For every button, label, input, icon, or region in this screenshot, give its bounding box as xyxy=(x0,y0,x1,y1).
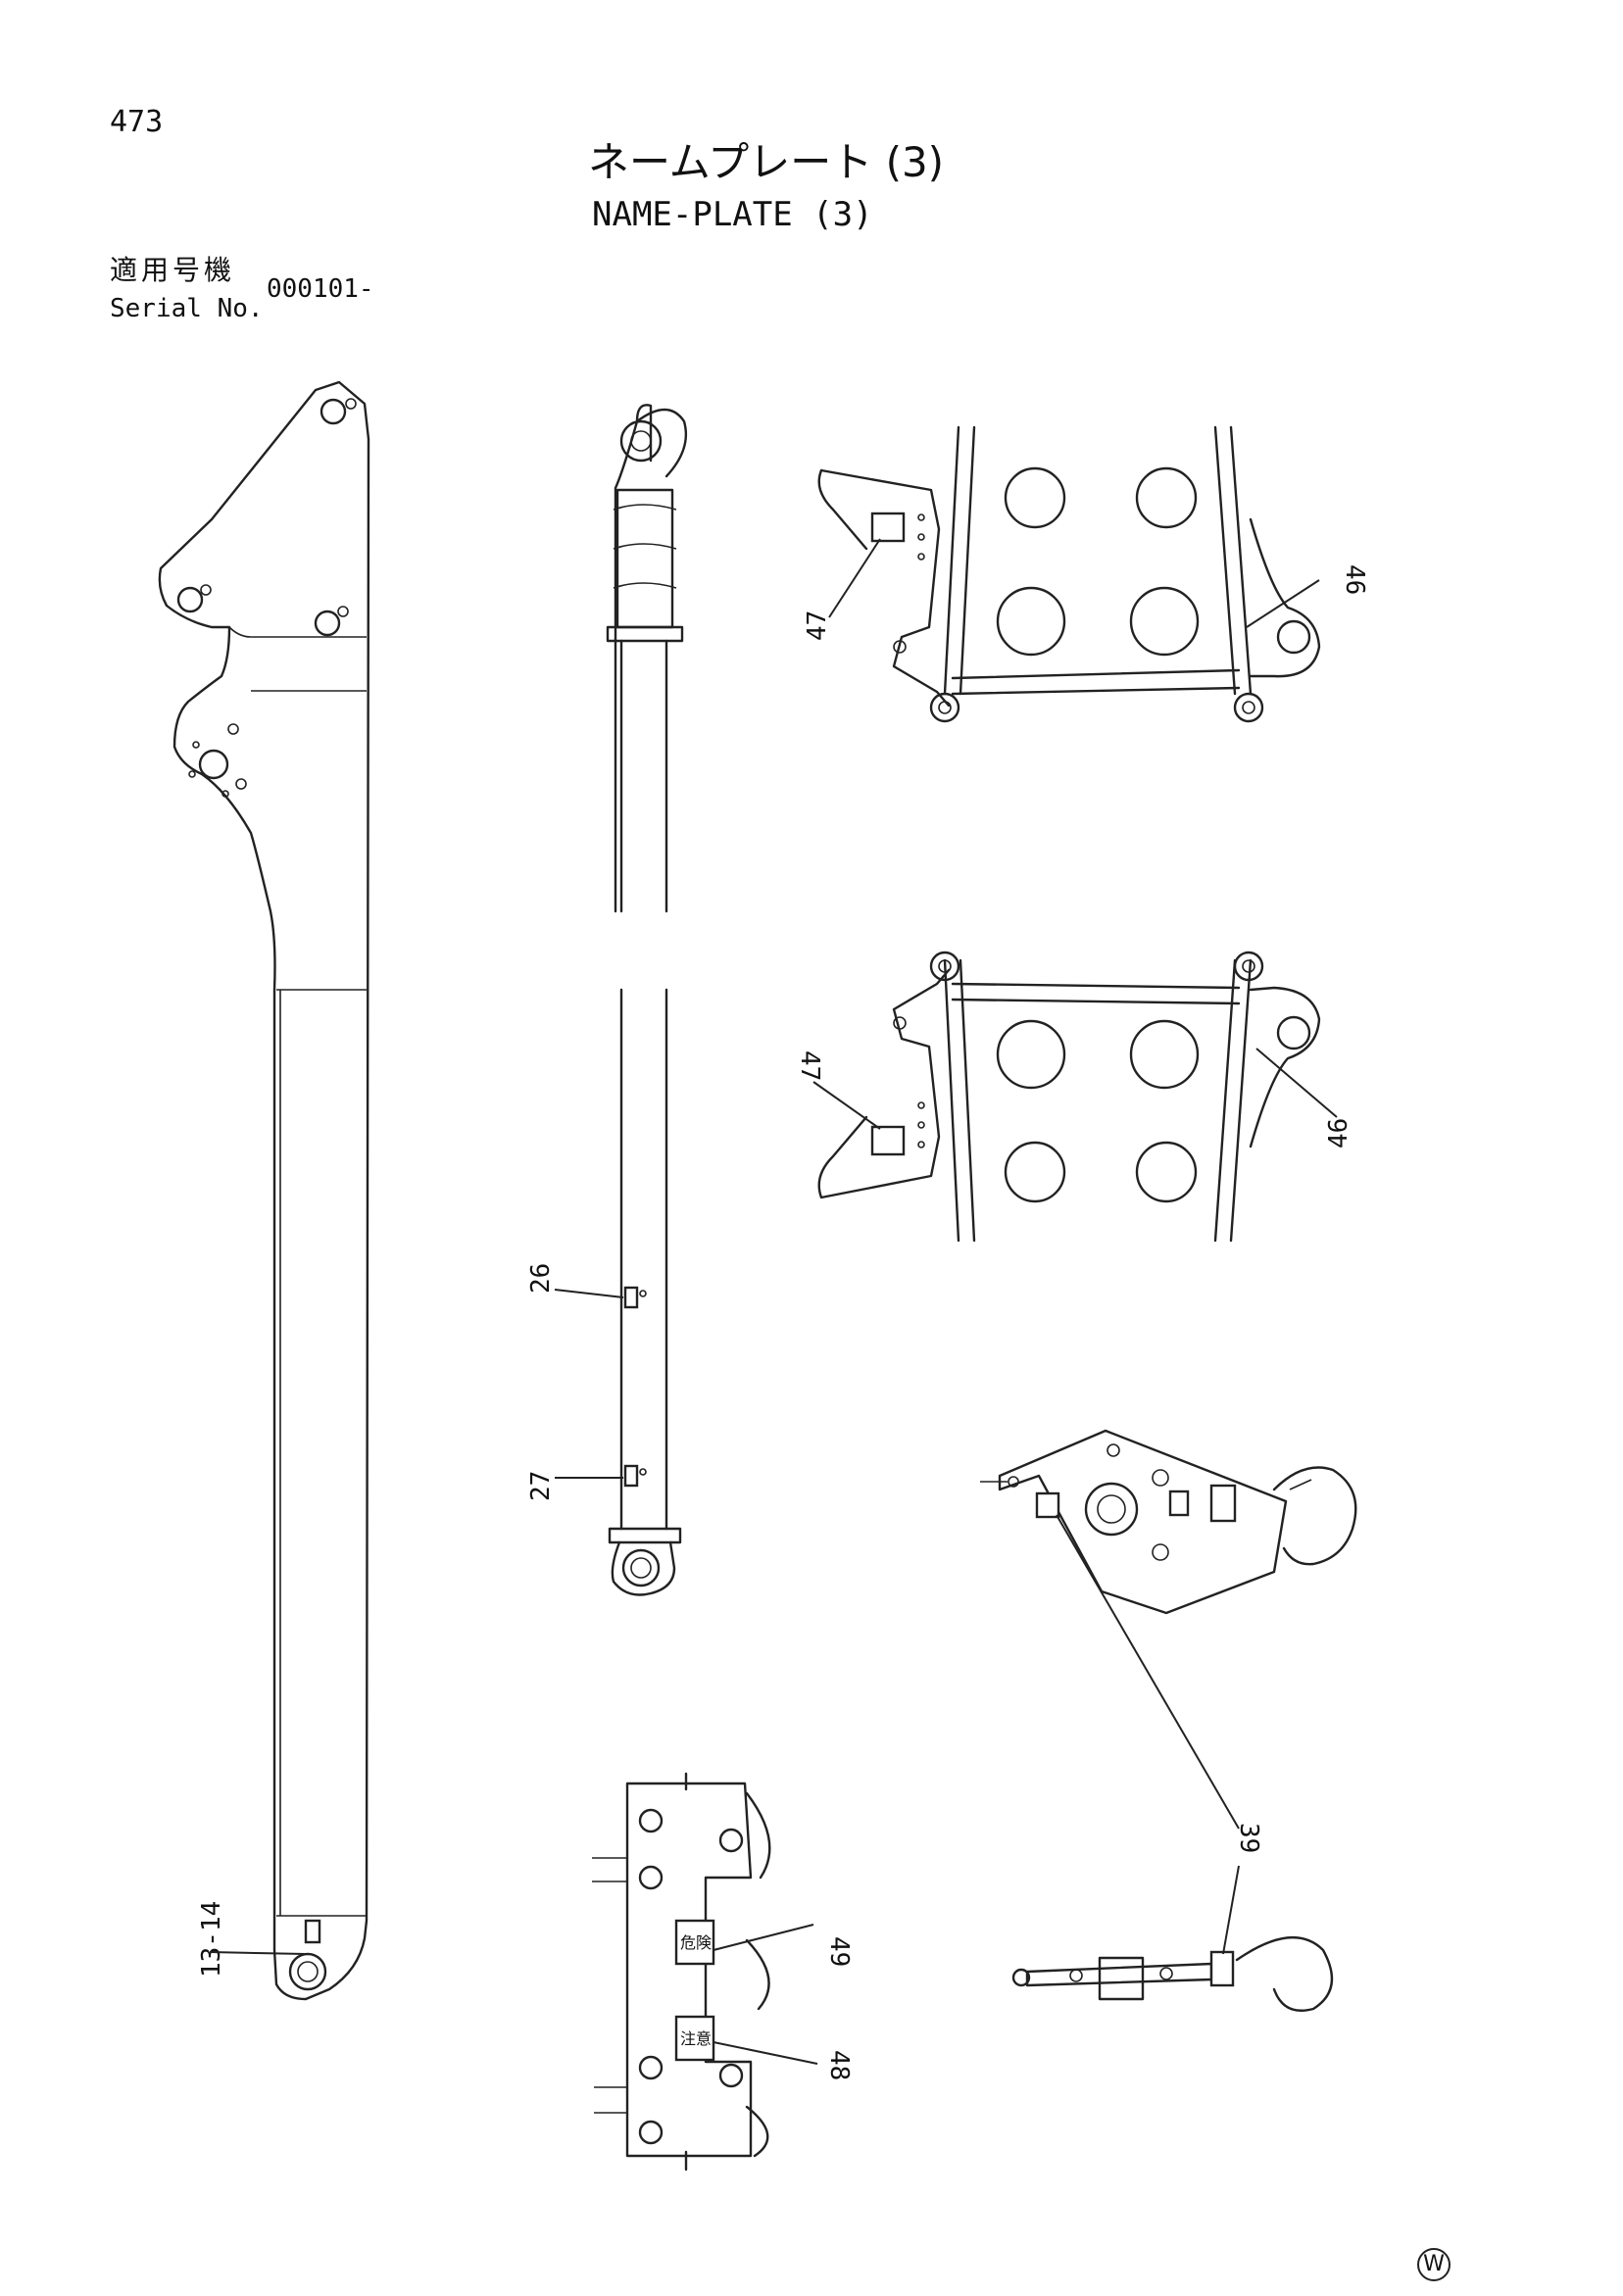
callout-27: 27 xyxy=(526,1471,556,1501)
callout-48: 48 xyxy=(824,2050,854,2080)
callout-26: 26 xyxy=(526,1263,556,1294)
callout-46-top: 46 xyxy=(1340,564,1369,595)
strut-top-drawing xyxy=(817,425,1321,723)
callout-46-bottom: 46 xyxy=(1324,1118,1353,1148)
strut-bottom-drawing xyxy=(817,951,1321,1243)
page-number: 473 xyxy=(110,105,164,139)
callout-13-14: 13-14 xyxy=(197,1901,226,1978)
caution-plate-label: 注意 xyxy=(680,2029,712,2048)
cylinder-drawing xyxy=(606,404,688,1596)
hook-block-drawing xyxy=(980,1429,1357,2012)
callouts: 13-14 26 27 47 46 47 46 39 49 48 xyxy=(197,538,1369,2080)
boom-drawing xyxy=(158,380,370,2001)
callout-49: 49 xyxy=(824,1936,854,1967)
serial-label-english: Serial No. xyxy=(110,294,264,323)
serial-label-japanese: 適用号機 xyxy=(110,254,236,286)
callout-47-bottom: 47 xyxy=(795,1050,824,1081)
watermark-mark: W xyxy=(1417,2248,1451,2281)
callout-47-top: 47 xyxy=(803,611,832,641)
page-title-english: NAME-PLATE (3) xyxy=(592,195,873,234)
carriage-drawing: 危険 注意 xyxy=(592,1772,771,2172)
serial-number-value: 000101- xyxy=(267,274,374,304)
danger-plate-label: 危険 xyxy=(680,1933,712,1952)
page-title-japanese: ネームプレート (3) xyxy=(588,138,945,186)
